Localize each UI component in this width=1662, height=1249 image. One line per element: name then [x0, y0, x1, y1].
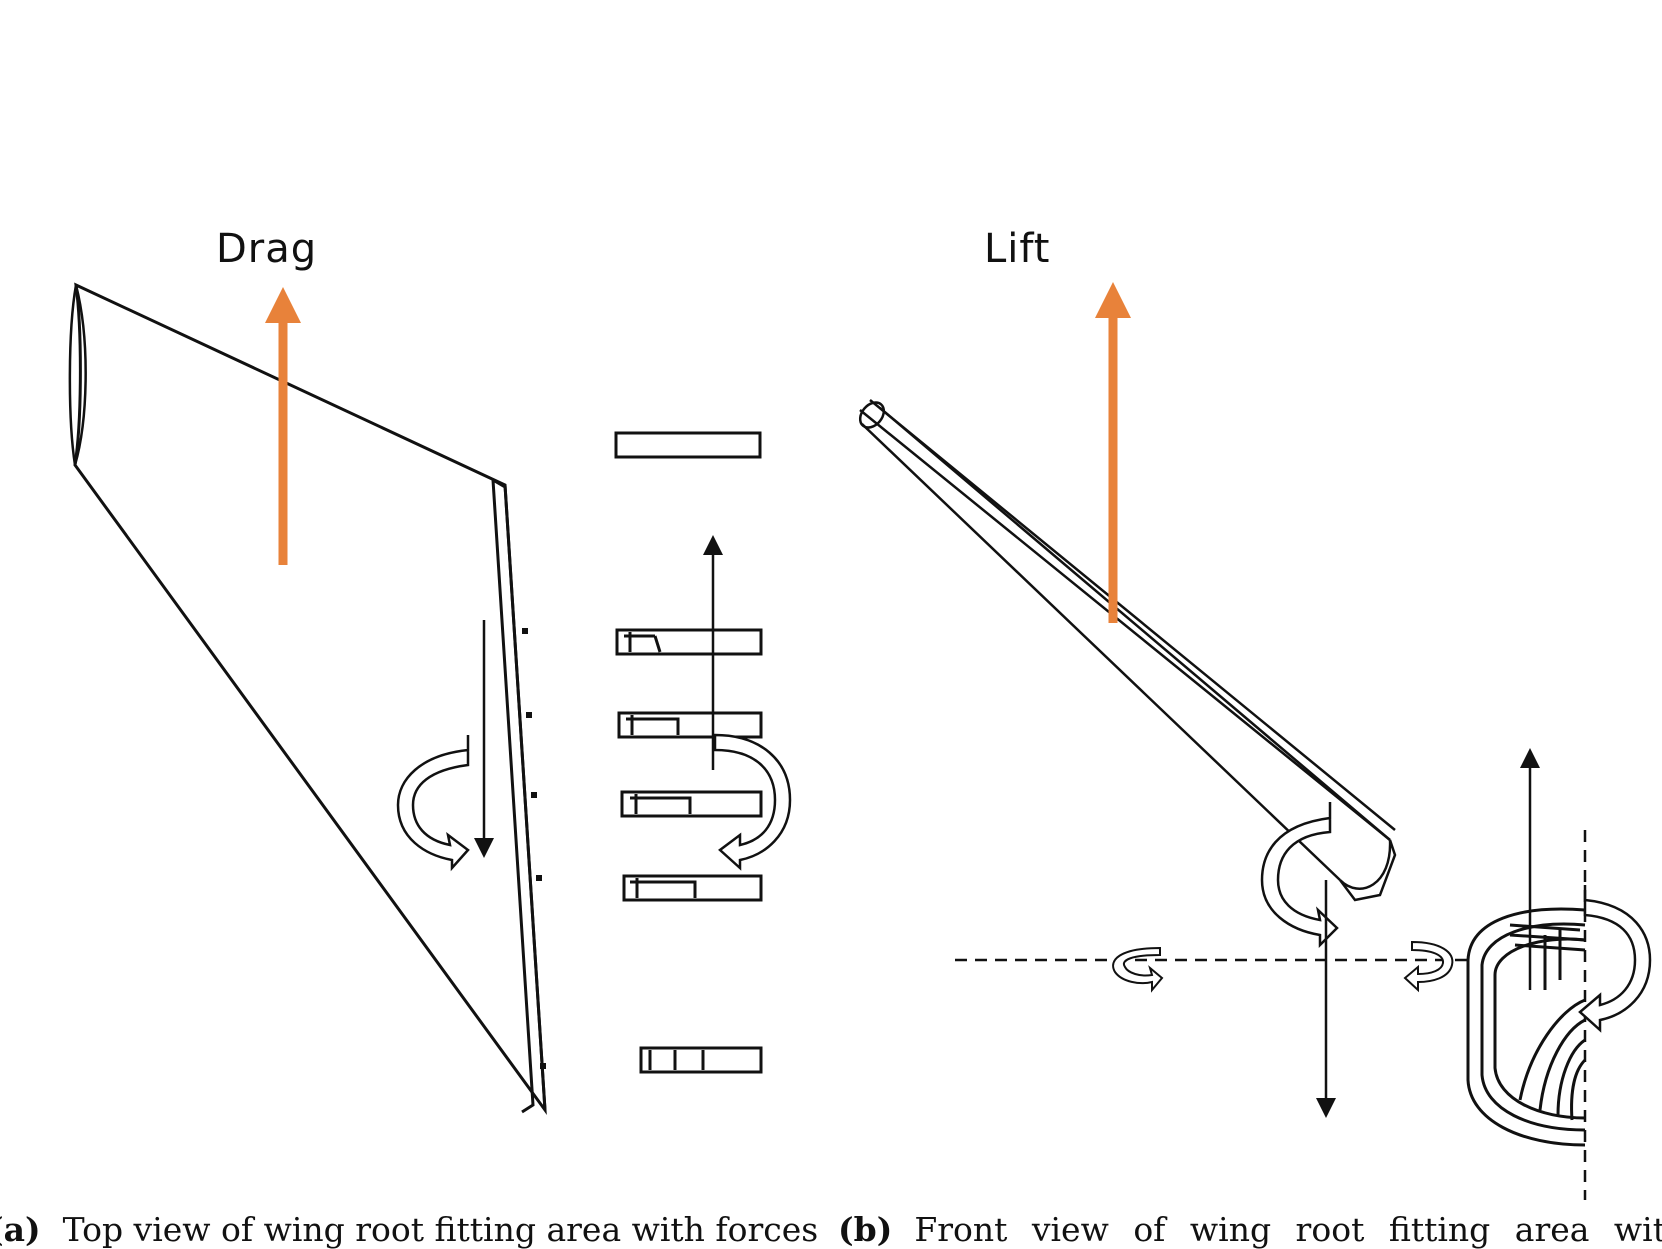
- lug-6: [639, 1046, 763, 1074]
- lug-5: [622, 874, 763, 902]
- lift-label: Lift: [984, 226, 1051, 272]
- lug-3: [617, 711, 763, 739]
- drag-label: Drag: [216, 226, 318, 272]
- wing-spar-outer: [861, 407, 1391, 881]
- caption-a-tag: (a): [0, 1210, 41, 1249]
- caption-b: (b) Front view of wing root fitting area …: [838, 1210, 1662, 1249]
- moment-arrow-spar: [1260, 802, 1339, 949]
- fuselage-fitting: [1466, 907, 1587, 1147]
- moment-arrow-right: [713, 733, 792, 871]
- fitting-lugs: [614, 431, 763, 1074]
- caption-b-text: Front view of wing root fitting area wit…: [914, 1210, 1662, 1249]
- twist-arrow-left: [1112, 946, 1164, 993]
- wing-tip-edge: [68, 284, 87, 466]
- spar-root-end: [1339, 839, 1397, 902]
- twist-arrow-right: [1403, 940, 1454, 993]
- lug-4: [620, 790, 763, 818]
- caption-b-tag: (b): [838, 1210, 893, 1249]
- lug-2: [615, 628, 763, 656]
- caption-a-text: Top view of wing root fitting area with …: [62, 1210, 819, 1249]
- fitting-nubs: [522, 628, 546, 1069]
- caption-a: (a) Top view of wing root fitting area wi…: [0, 1210, 818, 1249]
- moment-arrow-left: [396, 735, 470, 872]
- wing-spar: [859, 399, 1396, 841]
- front-view-panel: [858, 282, 1652, 1200]
- spar-tip-end: [858, 401, 886, 429]
- wing-planform: [73, 282, 547, 1116]
- wing-root-edge: [491, 478, 547, 1114]
- top-view-panel: [68, 282, 547, 1116]
- moment-arrow-fuselage: [1578, 885, 1652, 1033]
